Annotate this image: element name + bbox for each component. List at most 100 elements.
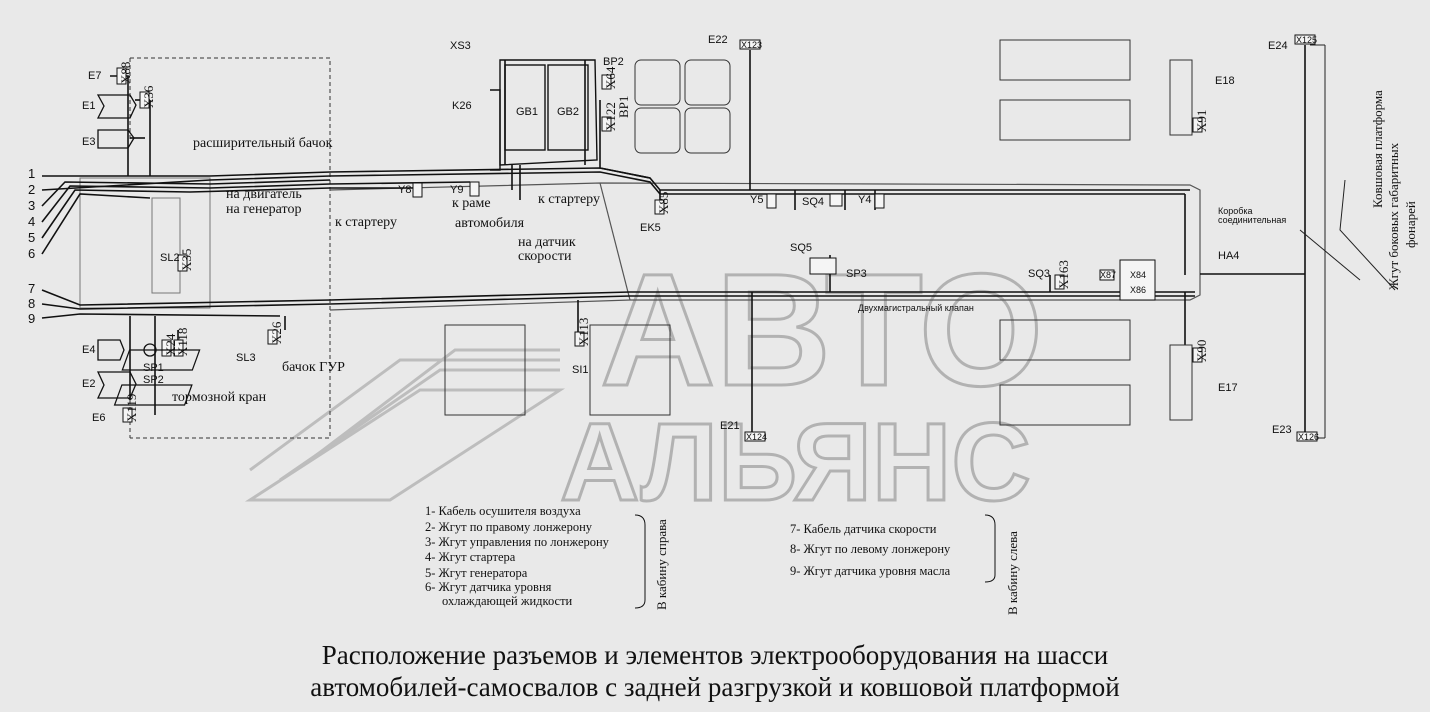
label-SI1: SI1	[572, 364, 589, 376]
harness-number-8: 8	[28, 296, 36, 311]
label-HA4: HA4	[1218, 250, 1240, 262]
connector-X113: X113	[576, 317, 591, 346]
annotation-junction-box-1: Коробка	[1218, 206, 1253, 216]
annotation-speed-sensor-2: скорости	[518, 249, 572, 264]
harness-number-9: 9	[28, 311, 36, 326]
annotation-side-harness-2: фонарей	[1403, 201, 1418, 248]
connector-X86: X86	[1130, 285, 1147, 295]
annotation-to-starter-1: к стартеру	[335, 215, 397, 230]
label-SP3: SP3	[846, 268, 867, 280]
label-E18: E18	[1215, 75, 1235, 87]
connector-X64: X64	[603, 66, 618, 89]
connector-X88: X88	[118, 61, 133, 84]
label-E21: E21	[720, 420, 740, 432]
label-XS3: XS3	[450, 40, 471, 52]
legend-right-side: В кабину справа	[654, 519, 669, 610]
connector-X118: X118	[175, 327, 190, 356]
annotation-gur-tank: бачок ГУР	[282, 360, 345, 375]
connector-X87: X87	[1100, 270, 1117, 280]
label-SL2: SL2	[160, 252, 180, 264]
annotation-bucket-platform: Ковшовая платформа	[1370, 90, 1385, 208]
label-E23: E23	[1272, 424, 1292, 436]
battery-box	[490, 59, 598, 171]
label-BP2: BP2	[603, 56, 624, 68]
connector-X126: X126	[1298, 432, 1320, 442]
label-E22: E22	[708, 34, 728, 46]
annotation-to-generator: на генератор	[226, 202, 302, 217]
harness-number-2: 2	[28, 182, 36, 197]
label-E7: E7	[88, 70, 102, 82]
harness-number-3: 3	[28, 198, 36, 213]
legend-item: 7- Кабель датчика скорости	[790, 522, 937, 536]
legend-item: 1- Кабель осушителя воздуха	[425, 504, 581, 518]
connector-X36: X36	[141, 85, 156, 108]
connector-X122: X122	[603, 102, 618, 131]
label-E1: E1	[82, 100, 96, 112]
connector-boxes	[116, 34, 1318, 442]
caption-line-2: автомобилей-самосвалов с задней разгрузк…	[310, 672, 1120, 702]
annotation-junction-box-2: соединительная	[1218, 215, 1287, 225]
harness-bundle	[41, 45, 1306, 440]
connector-X119: X119	[124, 393, 139, 422]
legend-left-side: В кабину слева	[1005, 531, 1020, 615]
annotation-to-starter-2: к стартеру	[538, 192, 600, 207]
harness-number-5: 5	[28, 230, 36, 245]
connector-X123: X123	[741, 40, 763, 50]
label-GB2: GB2	[557, 106, 580, 118]
label-SL3: SL3	[236, 352, 256, 364]
label-SP2: SP2	[143, 374, 164, 386]
label-E24: E24	[1268, 40, 1288, 52]
connector-X35: X35	[179, 248, 194, 271]
legend-item: 8- Жгут по левому лонжерону	[790, 542, 951, 556]
frame-outline	[329, 182, 1201, 311]
connector-X124: X124	[746, 432, 768, 442]
annotation-two-line-valve: Двухмагистральный клапан	[858, 303, 974, 313]
label-Y5: Y5	[750, 194, 764, 206]
connector-X26: X26	[269, 321, 284, 344]
label-Y8: Y8	[398, 184, 412, 196]
harness-number-7: 7	[28, 281, 36, 296]
connector-X163: X163	[1056, 260, 1071, 289]
watermark-line2: АЛЬЯНС	[560, 401, 1031, 524]
connector-X125: X125	[1296, 35, 1318, 45]
legend-item: 6- Жгут датчика уровня	[425, 580, 552, 594]
harness-number-1: 1	[28, 166, 36, 181]
annotation-to-engine: на двигатель	[226, 187, 302, 202]
annotation-speed-sensor-1: на датчик	[518, 235, 576, 250]
annotation-side-harness-1: Жгут боковых габаритных	[1386, 142, 1401, 290]
legend-item: 9- Жгут датчика уровня масла	[790, 564, 951, 578]
legend-item: 3- Жгут управления по лонжерону	[425, 535, 609, 549]
annotation-to-frame-1: к раме	[452, 196, 491, 211]
legend-brackets	[634, 514, 996, 609]
caption-line-1: Расположение разъемов и элементов электр…	[321, 640, 1109, 670]
label-SP1: SP1	[143, 362, 164, 374]
label-SQ5: SQ5	[790, 242, 813, 254]
label-EK5: EK5	[640, 222, 661, 234]
label-K26: K26	[452, 100, 472, 112]
air-tanks	[444, 39, 1193, 426]
label-E6: E6	[92, 412, 106, 424]
legend-item: 2- Жгут по правому лонжерону	[425, 520, 593, 534]
label-E2: E2	[82, 378, 96, 390]
watermark-logo	[244, 348, 566, 502]
legend-item: охлаждающей жидкости	[442, 594, 573, 608]
platform-lines	[1299, 44, 1396, 439]
label-Y4: Y4	[858, 194, 872, 206]
connector-X84: X84	[1130, 270, 1147, 280]
annotation-expansion-tank: расширительный бачок	[193, 136, 333, 151]
connector-X90: X90	[1194, 339, 1209, 362]
label-GB1: GB1	[516, 106, 539, 118]
legend-item: 5- Жгут генератора	[425, 566, 528, 580]
connector-X85: X85	[656, 191, 671, 214]
harness-number-4: 4	[28, 214, 36, 229]
connector-X91: X91	[1194, 109, 1209, 132]
harness-number-6: 6	[28, 246, 36, 261]
label-SQ3: SQ3	[1028, 268, 1051, 280]
label-Y9: Y9	[450, 184, 464, 196]
annotation-to-frame-2: автомобиля	[455, 216, 525, 231]
label-E4: E4	[82, 344, 96, 356]
label-SQ4: SQ4	[802, 196, 825, 208]
legend-item: 4- Жгут стартера	[425, 550, 516, 564]
